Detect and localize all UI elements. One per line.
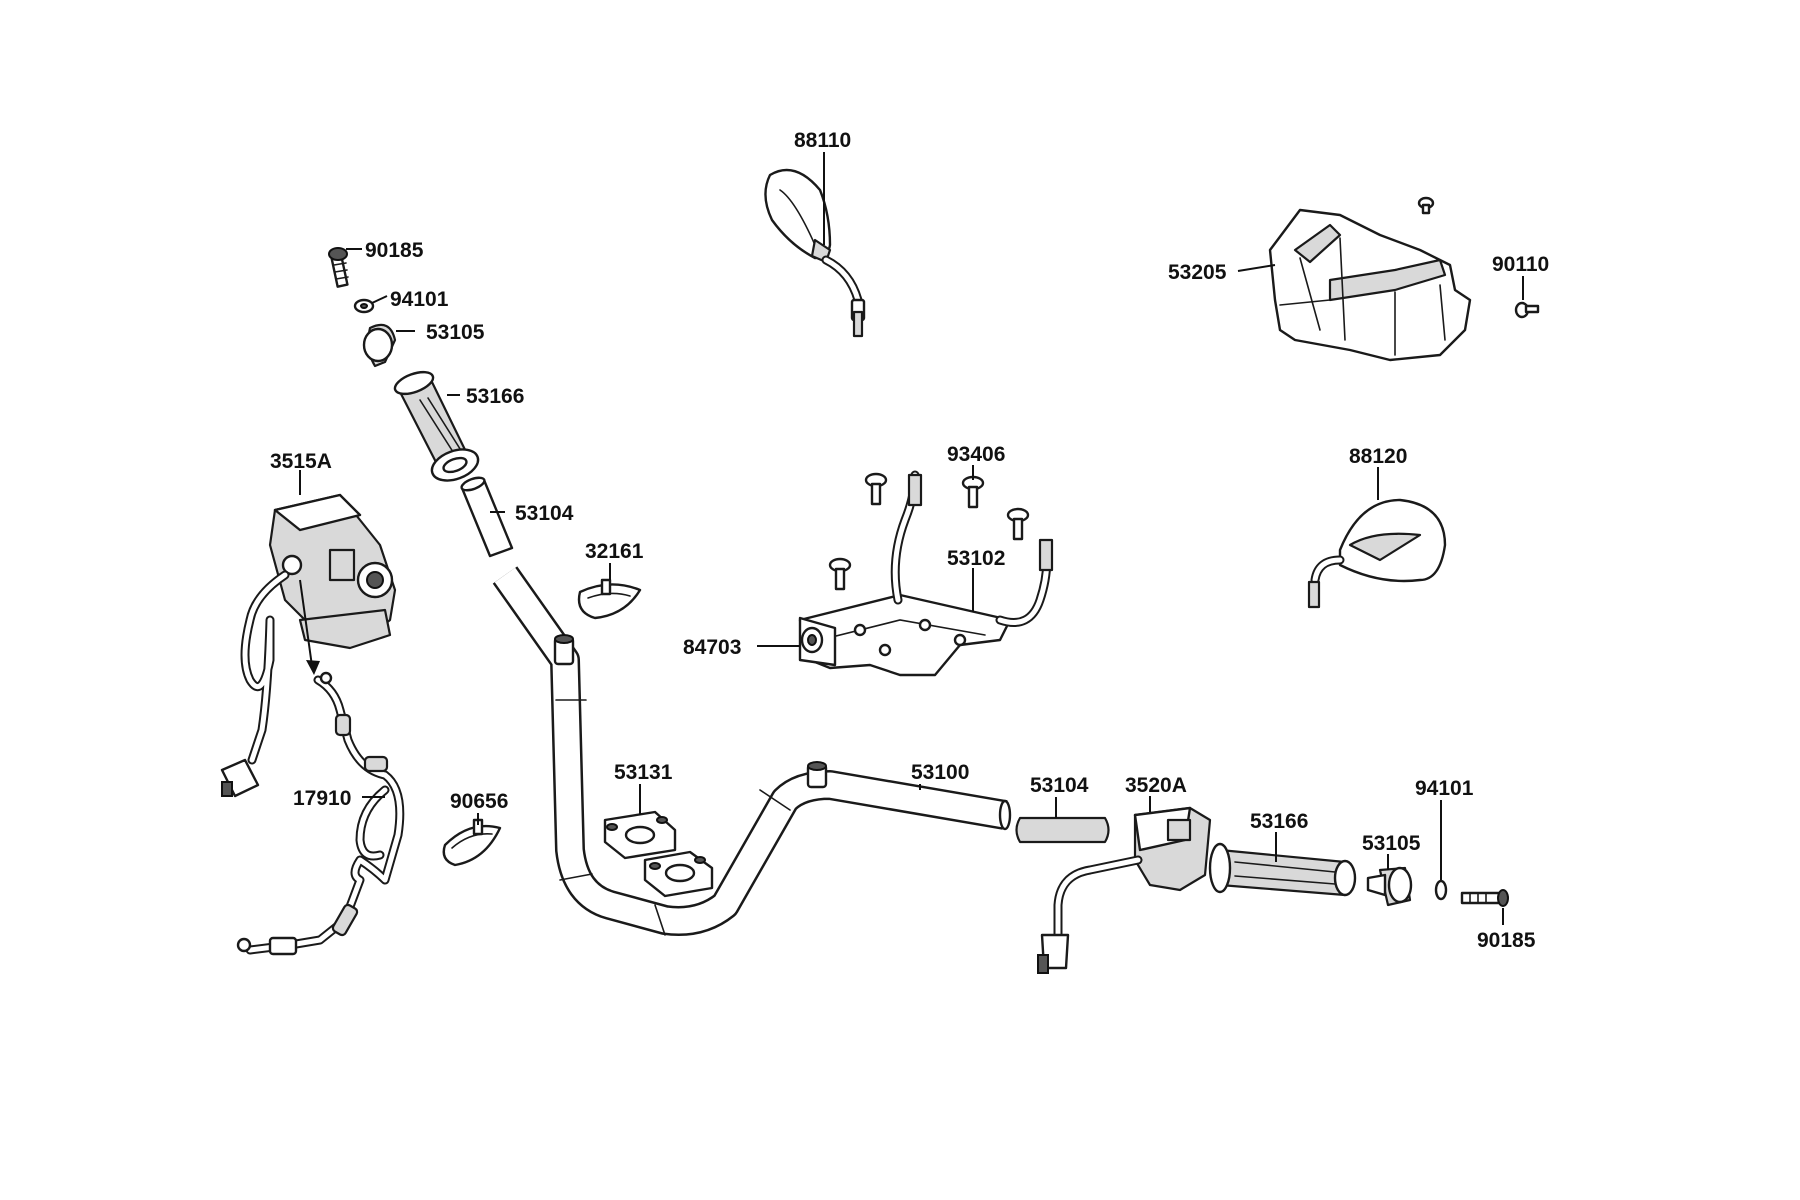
label-3520A: 3520A bbox=[1125, 774, 1187, 797]
connection-arrow bbox=[299, 579, 320, 675]
label-94101-top: 94101 bbox=[390, 288, 449, 311]
cable-clip-lower bbox=[442, 818, 502, 867]
label-3515A: 3515A bbox=[270, 450, 332, 473]
label-32161: 32161 bbox=[585, 540, 644, 563]
bolt-93406-b bbox=[961, 475, 985, 509]
right-handlebar-switch bbox=[1037, 806, 1212, 974]
cable-clip-upper bbox=[577, 578, 642, 620]
bolt-top bbox=[328, 247, 349, 288]
label-53102: 53102 bbox=[947, 547, 1005, 570]
left-handlebar-switch bbox=[220, 493, 397, 798]
part-labels: 88110 90185 94101 53105 53166 3515A 5310… bbox=[270, 129, 1549, 952]
wire-harness bbox=[236, 671, 405, 956]
label-53166-right: 53166 bbox=[1250, 810, 1308, 833]
label-90656: 90656 bbox=[450, 790, 508, 813]
screw-90110 bbox=[1514, 301, 1540, 319]
washer-top bbox=[353, 298, 375, 314]
bolt-93406-c bbox=[1006, 507, 1030, 541]
label-53104-right: 53104 bbox=[1030, 774, 1089, 797]
left-grip-sleeve bbox=[460, 476, 514, 558]
right-mirror bbox=[1307, 498, 1447, 609]
label-53104-top: 53104 bbox=[515, 502, 574, 525]
right-grip bbox=[1208, 842, 1357, 897]
label-53131: 53131 bbox=[614, 761, 673, 784]
label-90185-top: 90185 bbox=[365, 239, 424, 262]
handlebar-tube bbox=[492, 566, 1012, 936]
washer-right bbox=[1434, 879, 1448, 901]
screw-small-top bbox=[1417, 196, 1435, 215]
label-88120: 88120 bbox=[1349, 445, 1407, 468]
label-84703: 84703 bbox=[683, 636, 741, 659]
handlebar-clamp-upper bbox=[603, 810, 677, 860]
label-53105-right: 53105 bbox=[1362, 832, 1421, 855]
label-53166-top: 53166 bbox=[466, 385, 524, 408]
label-53205: 53205 bbox=[1168, 261, 1227, 284]
meter-bracket bbox=[798, 470, 1054, 677]
bar-end-weight-right bbox=[1366, 866, 1413, 907]
label-53100: 53100 bbox=[911, 761, 969, 784]
bolt-right bbox=[1460, 889, 1509, 907]
label-88110: 88110 bbox=[794, 129, 851, 152]
left-grip bbox=[393, 370, 480, 482]
bracket-84703 bbox=[798, 616, 837, 667]
label-53105-top: 53105 bbox=[426, 321, 485, 344]
label-94101-right: 94101 bbox=[1415, 777, 1474, 800]
windshield-cover bbox=[1268, 208, 1472, 362]
bolt-93406-d bbox=[828, 557, 852, 591]
right-grip-sleeve bbox=[1015, 816, 1110, 844]
bolt-93406-a bbox=[864, 472, 888, 506]
leader-lines bbox=[299, 152, 1524, 925]
handlebar-clamp-lower bbox=[643, 850, 714, 898]
label-90185-right: 90185 bbox=[1477, 929, 1536, 952]
bar-end-weight-top bbox=[362, 323, 397, 368]
label-90110: 90110 bbox=[1492, 253, 1549, 276]
label-17910: 17910 bbox=[293, 787, 351, 810]
left-mirror bbox=[764, 168, 866, 338]
label-93406: 93406 bbox=[947, 443, 1005, 466]
